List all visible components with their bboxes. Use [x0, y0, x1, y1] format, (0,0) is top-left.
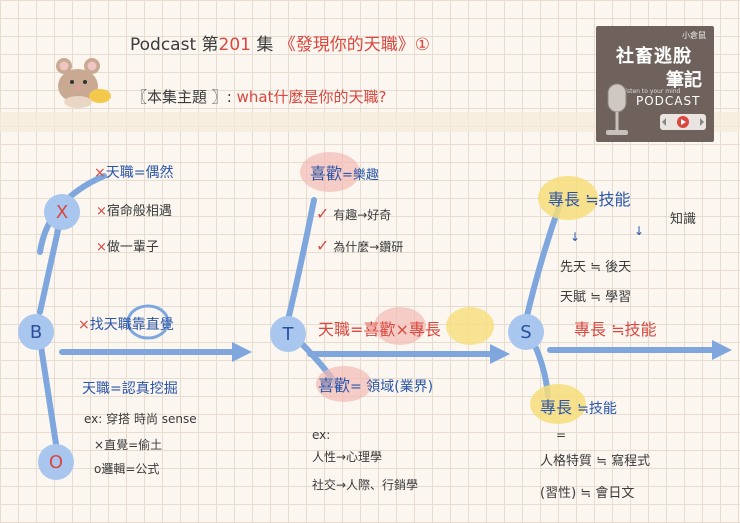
- s-bottom: 專長 ≒技能: [540, 398, 617, 417]
- title-mid: 集: [250, 35, 279, 55]
- s-row-2: 天賦 ≒ 學習: [560, 290, 632, 305]
- subtitle-bracket: 〖本集主題 〗:: [132, 88, 232, 106]
- title-main: 《發現你的天職》: [278, 35, 415, 55]
- title-episode-number: 201: [218, 35, 251, 55]
- cover-title-line2: 筆記: [666, 70, 702, 91]
- player-controls: [660, 114, 706, 130]
- s-main: 專長 ≒技能: [574, 320, 657, 339]
- node-o: O: [38, 444, 74, 480]
- t-ex-1: 人性→心理學: [312, 450, 383, 464]
- b-example: ex: 穿搭 時尚 sense: [84, 412, 197, 426]
- page-subtitle: 〖本集主題 〗: what什麼是你的天職?: [132, 86, 386, 107]
- s-arrow-1: ↓: [570, 230, 581, 244]
- b-definition: 天職=認真挖掘: [82, 381, 178, 397]
- title-prefix: Podcast 第: [130, 35, 219, 55]
- b-line3: o邏輯=公式: [94, 462, 160, 476]
- node-x: X: [44, 194, 80, 230]
- s-equals: =: [556, 428, 567, 442]
- s-row-1: 先天 ≒ 後天: [560, 260, 632, 275]
- t-main: 天職=喜歡×專長: [318, 320, 441, 339]
- t-top-like: 喜歡=樂趣: [310, 164, 379, 183]
- t-bottom-like: 喜歡= 領域(業界): [318, 376, 434, 395]
- cover-podcast-label: PODCAST: [636, 94, 701, 108]
- t-check-1: ✓ 有趣→好奇: [316, 204, 392, 223]
- x-item-2: ×宿命般相遇: [96, 204, 172, 219]
- s-arrow-2: ↓: [634, 224, 645, 238]
- podcast-cover: 小倉鼠 社畜逃脫 筆記 Listen to your mind PODCAST: [596, 26, 714, 142]
- title-suffix: ①: [414, 35, 431, 55]
- node-t: T: [270, 316, 306, 352]
- s-knowledge: 知識: [670, 212, 697, 227]
- cover-tagline: Listen to your mind: [622, 88, 681, 95]
- hamster-mascot-icon: [56, 58, 111, 108]
- cover-title-line1: 社畜逃脫: [616, 46, 692, 67]
- t-check-2: ✓ 為什麼→鑽研: [316, 236, 404, 255]
- b-main: ×找天職靠直覺: [78, 317, 174, 333]
- node-b: B: [18, 314, 54, 350]
- x-item-3: ×做一輩子: [96, 240, 159, 255]
- play-icon: [662, 116, 704, 128]
- node-s: S: [508, 314, 544, 350]
- subtitle-text: what什麼是你的天職?: [236, 88, 387, 106]
- s-top: 專長 ≒技能: [548, 190, 631, 209]
- page-title: Podcast 第201 集 《發現你的天職》①: [130, 30, 430, 55]
- t-ex: ex:: [312, 428, 331, 442]
- header-highlight-band: [0, 112, 740, 132]
- t-ex-2: 社交→人際、行銷學: [312, 478, 419, 492]
- b-line2: ×直覺=偷土: [94, 438, 163, 452]
- s-b2: (習性) ≒ 會日文: [540, 486, 635, 501]
- microphone-icon: [606, 83, 628, 135]
- s-b1: 人格特質 ≒ 寫程式: [540, 454, 651, 469]
- cover-small-label: 小倉鼠: [682, 31, 706, 40]
- x-item-1: ×天職=偶然: [94, 165, 174, 181]
